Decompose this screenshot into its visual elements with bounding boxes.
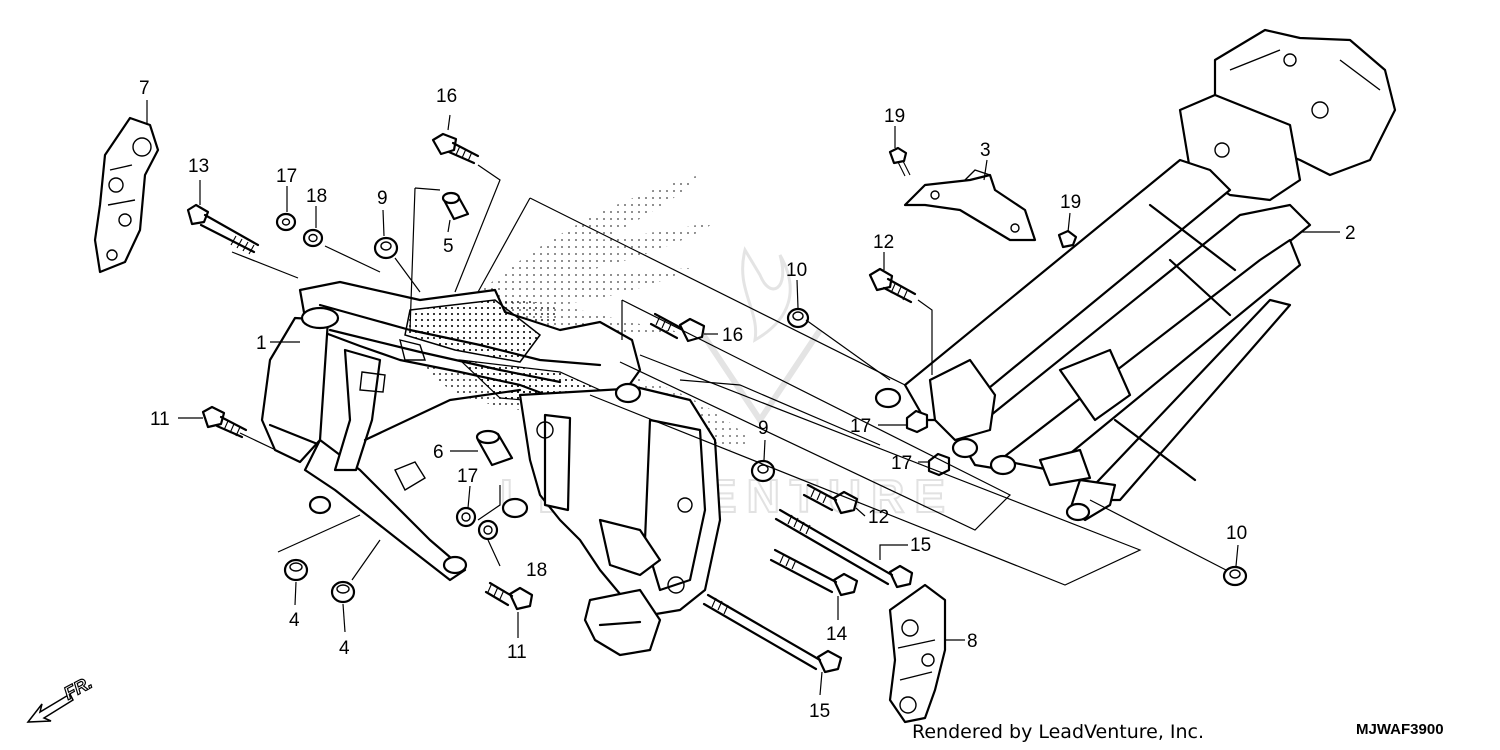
callout-4: 4 [289, 610, 300, 631]
part-5-bushing[interactable] [441, 191, 470, 221]
callout-9: 9 [758, 418, 769, 439]
part-13-long-bolt[interactable] [186, 203, 260, 255]
callout-16: 16 [436, 86, 457, 107]
callout-7: 7 [139, 78, 150, 99]
part-11-bolt-left[interactable] [201, 405, 248, 439]
part-2-rear-frame[interactable] [874, 28, 1397, 522]
callout-5: 5 [443, 236, 454, 257]
callout-11: 11 [507, 642, 527, 663]
leader-lines [146, 100, 1340, 696]
part-17-nut-a[interactable] [905, 409, 929, 434]
callout-9: 9 [377, 188, 388, 209]
part-16-bolt-middle[interactable] [649, 312, 706, 343]
callout-18: 18 [306, 186, 327, 207]
part-11-bolt-bottom[interactable] [484, 581, 534, 611]
part-14-bolt[interactable] [769, 548, 859, 597]
callout-16: 16 [722, 325, 743, 346]
callout-8: 8 [967, 631, 978, 652]
callout-labels: 7 16 13 17 18 9 5 1 11 6 17 18 4 4 11 19… [139, 78, 1356, 722]
part-3-bracket[interactable] [903, 169, 1037, 242]
callout-17: 17 [891, 453, 912, 474]
callout-19: 19 [1060, 192, 1081, 213]
part-4-spacer-a[interactable] [283, 558, 309, 582]
callout-3: 3 [980, 140, 991, 161]
callout-14: 14 [826, 624, 848, 645]
part-10-collar-b[interactable] [1222, 565, 1248, 587]
part-4-spacer-b[interactable] [330, 580, 356, 604]
callout-15: 15 [910, 535, 931, 556]
part-6-bushing[interactable] [475, 429, 514, 467]
part-18-washer-top[interactable] [302, 228, 324, 248]
callout-10: 10 [1226, 523, 1247, 544]
callout-13: 13 [188, 156, 209, 177]
part-17-washer-top[interactable] [275, 212, 297, 232]
part-19-bolt-a[interactable] [888, 146, 911, 177]
callout-6: 6 [433, 442, 444, 463]
callout-10: 10 [786, 260, 807, 281]
part-7-left-side-plate[interactable] [93, 116, 160, 274]
part-15-long-bolt-a[interactable] [774, 508, 914, 589]
part-19-bolt-b[interactable] [1057, 229, 1078, 249]
part-8-right-side-plate[interactable] [888, 583, 947, 724]
callout-2: 2 [1345, 223, 1356, 244]
front-arrow-icon [26, 692, 74, 723]
callout-12: 12 [873, 232, 894, 253]
part-10-collar-a[interactable] [786, 307, 810, 329]
diagram-code: MJWAF3900 [1356, 721, 1444, 738]
part-18-washer-lower[interactable] [477, 519, 499, 541]
part-9-collar-top[interactable] [373, 236, 399, 260]
part-1-main-frame[interactable] [260, 280, 722, 657]
callout-1: 1 [256, 333, 267, 354]
callout-15: 15 [809, 701, 830, 722]
front-direction-marker: FR. [26, 672, 96, 723]
callout-17: 17 [457, 466, 478, 487]
part-12-bolt-upper[interactable] [868, 267, 917, 304]
callout-11: 11 [150, 409, 170, 430]
part-17-washer-lower[interactable] [455, 506, 477, 528]
callout-19: 19 [884, 106, 905, 127]
part-15-long-bolt-b[interactable] [702, 593, 843, 674]
part-16-bolt-top[interactable] [431, 132, 480, 165]
callout-18: 18 [526, 560, 547, 581]
callout-4: 4 [339, 638, 350, 659]
part-12-bolt-lower[interactable] [802, 483, 859, 515]
callout-17: 17 [850, 416, 871, 437]
footer-credit: Rendered by LeadVenture, Inc. [912, 721, 1204, 743]
callout-12: 12 [868, 507, 889, 528]
callout-17: 17 [276, 166, 297, 187]
